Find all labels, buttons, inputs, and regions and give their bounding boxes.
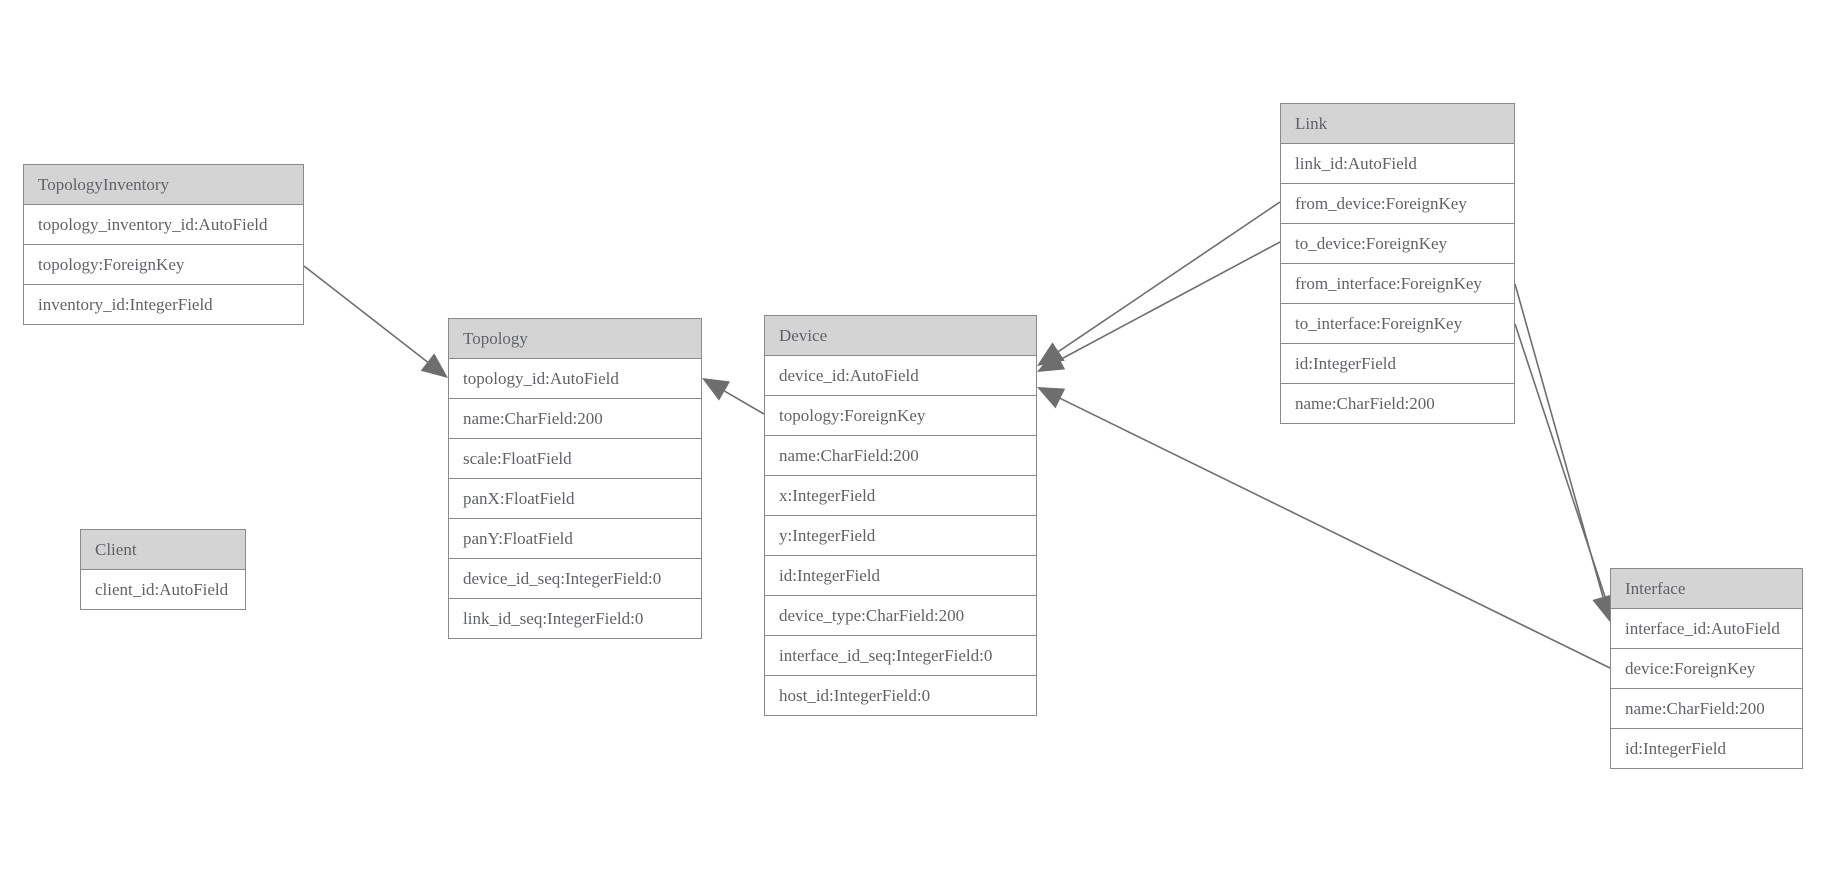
entity-title-client: Client <box>81 530 245 570</box>
entity-field-device-1[interactable]: topology:ForeignKey <box>765 396 1036 436</box>
entity-field-topology-1[interactable]: name:CharField:200 <box>449 399 701 439</box>
entity-title-topology_inventory: TopologyInventory <box>24 165 303 205</box>
entity-field-topology-4[interactable]: panY:FloatField <box>449 519 701 559</box>
entity-field-link-1[interactable]: from_device:ForeignKey <box>1281 184 1514 224</box>
entity-field-interface-3[interactable]: id:IntegerField <box>1611 729 1802 768</box>
entity-field-topology-6[interactable]: link_id_seq:IntegerField:0 <box>449 599 701 638</box>
relationship-arrowhead-link-from_device <box>1037 342 1065 366</box>
relationship-line-device-topology <box>724 390 765 415</box>
entity-field-device-7[interactable]: interface_id_seq:IntegerField:0 <box>765 636 1036 676</box>
entity-field-topology-0[interactable]: topology_id:AutoField <box>449 359 701 399</box>
entity-field-device-3[interactable]: x:IntegerField <box>765 476 1036 516</box>
entity-title-link: Link <box>1281 104 1514 144</box>
relationship-line-link-to_interface <box>1514 323 1607 600</box>
entity-field-device-8[interactable]: host_id:IntegerField:0 <box>765 676 1036 715</box>
entity-field-client-0[interactable]: client_id:AutoField <box>81 570 245 609</box>
entity-field-topology_inventory-0[interactable]: topology_inventory_id:AutoField <box>24 205 303 245</box>
relationship-arrowhead-topologyinventory-topology <box>420 353 448 378</box>
entity-field-topology-2[interactable]: scale:FloatField <box>449 439 701 479</box>
entity-field-interface-0[interactable]: interface_id:AutoField <box>1611 609 1802 649</box>
relationship-line-topologyinventory-topology <box>303 265 428 363</box>
entity-field-link-4[interactable]: to_interface:ForeignKey <box>1281 304 1514 344</box>
entity-field-interface-2[interactable]: name:CharField:200 <box>1611 689 1802 729</box>
entity-field-link-2[interactable]: to_device:ForeignKey <box>1281 224 1514 264</box>
relationship-arrowhead-link-to_device <box>1037 350 1066 372</box>
entity-field-device-4[interactable]: y:IntegerField <box>765 516 1036 556</box>
relationship-line-link-from_device <box>1058 201 1281 353</box>
relationship-arrowhead-device-topology <box>702 378 731 401</box>
entity-field-topology-3[interactable]: panX:FloatField <box>449 479 701 519</box>
entity-field-link-6[interactable]: name:CharField:200 <box>1281 384 1514 423</box>
relationship-line-link-from_interface <box>1514 283 1604 598</box>
entity-field-device-5[interactable]: id:IntegerField <box>765 556 1036 596</box>
entity-field-device-2[interactable]: name:CharField:200 <box>765 436 1036 476</box>
entity-title-interface: Interface <box>1611 569 1802 609</box>
entity-field-link-5[interactable]: id:IntegerField <box>1281 344 1514 384</box>
relationship-line-link-to_device <box>1059 241 1281 361</box>
entity-box-topology_inventory[interactable]: TopologyInventory topology_inventory_id:… <box>23 164 304 325</box>
entity-field-topology_inventory-1[interactable]: topology:ForeignKey <box>24 245 303 285</box>
entity-field-device-0[interactable]: device_id:AutoField <box>765 356 1036 396</box>
entity-field-interface-1[interactable]: device:ForeignKey <box>1611 649 1802 689</box>
entity-box-client[interactable]: Client client_id:AutoField <box>80 529 246 610</box>
entity-field-link-3[interactable]: from_interface:ForeignKey <box>1281 264 1514 304</box>
relationship-line-interface-device <box>1059 397 1611 669</box>
entity-title-topology: Topology <box>449 319 701 359</box>
relationship-arrowhead-interface-device <box>1037 387 1066 409</box>
entity-field-topology_inventory-2[interactable]: inventory_id:IntegerField <box>24 285 303 324</box>
entity-title-device: Device <box>765 316 1036 356</box>
entity-field-device-6[interactable]: device_type:CharField:200 <box>765 596 1036 636</box>
entity-field-topology-5[interactable]: device_id_seq:IntegerField:0 <box>449 559 701 599</box>
entity-field-link-0[interactable]: link_id:AutoField <box>1281 144 1514 184</box>
